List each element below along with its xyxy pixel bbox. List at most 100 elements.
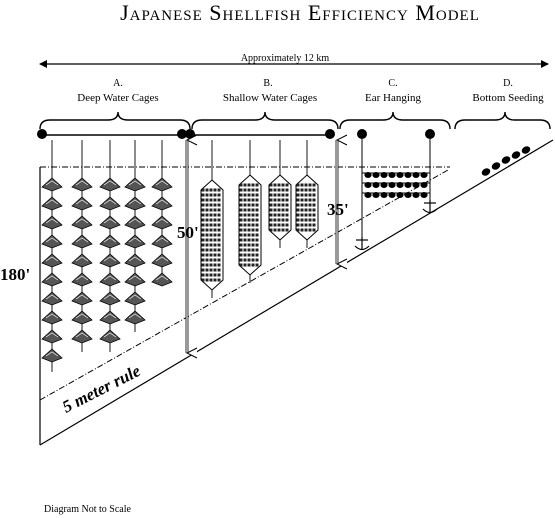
lantern-cage-icon [99, 291, 121, 306]
lantern-cage-icon [99, 234, 121, 249]
seeded-shell-icon [521, 146, 531, 154]
lantern-cage-icon [124, 196, 146, 211]
anchor-icon [422, 200, 438, 214]
lantern-cage-icon [41, 310, 63, 325]
shell-icon [396, 182, 404, 188]
lantern-cage-icon [124, 177, 146, 192]
buoy-icon [37, 129, 47, 139]
shell-icon [364, 172, 372, 178]
footnote: Diagram Not to Scale [44, 504, 131, 515]
seeded-shell-icon [501, 156, 511, 164]
page-title: Japanese Shellfish Efficiency Model [120, 0, 480, 25]
lantern-cage-icon [41, 291, 63, 306]
shell-icon [420, 192, 428, 198]
lantern-cage-icon [99, 196, 121, 211]
shell-icon [412, 192, 420, 198]
section-braces [39, 111, 551, 130]
lantern-cage-icon [99, 272, 121, 287]
deep-water-cages [41, 140, 173, 372]
shell-icon [388, 182, 396, 188]
buoy-icon [425, 129, 435, 139]
surface-longlines [37, 129, 435, 139]
lantern-cage-icon [41, 348, 63, 363]
lantern-cage-icon [99, 329, 121, 344]
net-cage-icon [200, 179, 224, 291]
shell-icon [380, 192, 388, 198]
lantern-cage-icon [99, 177, 121, 192]
lantern-cage-icon [41, 253, 63, 268]
lantern-cage-icon [124, 310, 146, 325]
shell-icon [380, 182, 388, 188]
lantern-cage-icon [41, 329, 63, 344]
buoy-icon [185, 129, 195, 139]
shell-icon [372, 192, 380, 198]
lantern-cage-icon [41, 177, 63, 192]
section-d-label: Bottom Seeding [472, 92, 544, 104]
shell-icon [404, 182, 412, 188]
lantern-cage-icon [71, 272, 93, 287]
lantern-cage-icon [151, 253, 173, 268]
section-d-letter: D. [503, 78, 513, 89]
section-c-label: Ear Hanging [365, 92, 421, 104]
shell-icon [396, 192, 404, 198]
lantern-cage-icon [124, 253, 146, 268]
seeded-shell-icon [481, 168, 491, 176]
seeded-shell-icon [511, 151, 521, 159]
sea-profile [39, 139, 554, 446]
lantern-cage-icon [151, 196, 173, 211]
section-c-letter: C. [388, 78, 397, 89]
net-cage-icon [268, 174, 292, 241]
shell-icon [388, 192, 396, 198]
section-a-letter: A. [113, 78, 123, 89]
lantern-cage-icon [41, 215, 63, 230]
scale-label: Approximately 12 km [241, 53, 330, 64]
shell-icon [412, 172, 420, 178]
lantern-cage-icon [41, 234, 63, 249]
shell-icon [404, 192, 412, 198]
shell-icon [396, 172, 404, 178]
ear-hanging-shells [364, 172, 428, 198]
lantern-cage-icon [124, 234, 146, 249]
lantern-cage-icon [99, 253, 121, 268]
shell-icon [364, 182, 372, 188]
lantern-cage-icon [151, 177, 173, 192]
depth-label-180ft: 180' [0, 265, 30, 284]
section-a-label: Deep Water Cages [77, 92, 158, 104]
lantern-cage-icon [71, 215, 93, 230]
anchor-icon [354, 237, 370, 251]
section-b-letter: B. [263, 78, 272, 89]
lantern-cage-icon [71, 196, 93, 211]
lantern-cage-icon [41, 272, 63, 287]
lantern-cage-icon [71, 329, 93, 344]
shell-icon [420, 172, 428, 178]
depth-label-50ft: 50' [177, 223, 199, 242]
shell-icon [364, 192, 372, 198]
net-cage-icon [295, 174, 319, 241]
lantern-cage-icon [71, 291, 93, 306]
shallow-water-cages [200, 140, 319, 298]
lantern-cage-icon [124, 272, 146, 287]
shell-icon [372, 172, 380, 178]
buoy-icon [325, 129, 335, 139]
lantern-cage-icon [124, 291, 146, 306]
shell-icon [420, 182, 428, 188]
shell-icon [372, 182, 380, 188]
lantern-cage-icon [71, 177, 93, 192]
lantern-cage-icon [151, 234, 173, 249]
lantern-cage-icon [71, 253, 93, 268]
shell-icon [388, 172, 396, 178]
lantern-cage-icon [71, 234, 93, 249]
seeded-shell-icon [491, 162, 501, 170]
bottom-seeding-shells [481, 146, 531, 176]
buoy-icon [177, 129, 187, 139]
buoy-icon [357, 129, 367, 139]
lantern-cage-icon [151, 215, 173, 230]
net-cage-icon [238, 174, 262, 276]
shell-icon [404, 172, 412, 178]
lantern-cage-icon [99, 310, 121, 325]
section-b-label: Shallow Water Cages [223, 92, 317, 104]
shell-icon [412, 182, 420, 188]
depth-label-35ft: 35' [327, 200, 349, 219]
